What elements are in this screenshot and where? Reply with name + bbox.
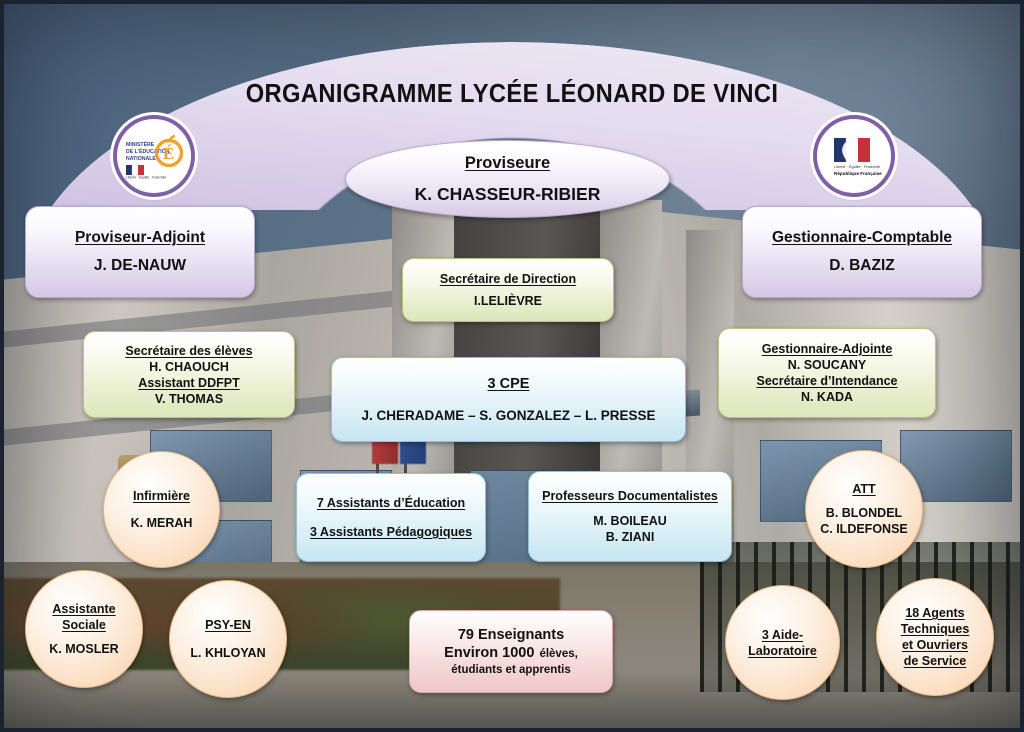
node-professeurs-documentalistes-name-1: M. BOILEAU [593, 513, 667, 528]
node-agents-techniques-line3: et Ouvriers [901, 638, 968, 652]
svg-text:République Française: République Française [834, 171, 882, 176]
node-professeurs-documentalistes[interactable]: Professeurs Documentalistes M. BOILEAU B… [528, 471, 732, 562]
node-gestionnaire-adjointe-name: N. SOUCANY [787, 358, 867, 372]
node-psy-en-title: PSY-EN [205, 618, 251, 633]
node-agents-techniques-line2: Techniques [900, 622, 970, 636]
node-agents-techniques-line4: de Service [903, 654, 967, 668]
node-proviseur-adjoint[interactable]: Proviseur-Adjoint J. DE-NAUW [25, 206, 255, 298]
node-gestionnaire-comptable[interactable]: Gestionnaire-Comptable D. BAZIZ [742, 206, 982, 298]
svg-text:DE L'ÉDUCATION: DE L'ÉDUCATION [126, 147, 170, 155]
node-secretaire-direction-title: Secrétaire de Direction [439, 271, 577, 286]
node-proviseur-adjoint-name: J. DE-NAUW [93, 257, 187, 275]
node-secretaire-direction[interactable]: Secrétaire de Direction I.LELIÈVRE [402, 258, 614, 322]
node-gestionnaire-adjointe[interactable]: Gestionnaire-Adjointe N. SOUCANY Secréta… [718, 328, 936, 418]
node-proviseure-name: K. CHASSEUR-RIBIER [414, 183, 601, 204]
svg-text:É: É [163, 144, 174, 163]
node-assistants[interactable]: 7 Assistants d’Éducation 3 Assistants Pé… [296, 473, 486, 562]
svg-text:NATIONALE: NATIONALE [126, 156, 156, 162]
node-cpe-title: 3 CPE [487, 375, 530, 392]
node-att-title: ATT [852, 482, 876, 497]
svg-text:Liberté · Égalité · Fraternité: Liberté · Égalité · Fraternité [126, 175, 166, 180]
node-cpe-names: J. CHERADAME – S. GONZALEZ – L. PRESSE [361, 407, 656, 423]
node-psy-en[interactable]: PSY-EN L. KHLOYAN [169, 580, 287, 698]
node-assistante-sociale-title-line2: Sociale [62, 617, 106, 632]
node-att-name-2: C. ILDEFONSE [820, 521, 908, 536]
node-assistant-ddfpt-title: Assistant DDFPT [138, 375, 240, 390]
node-att[interactable]: ATT B. BLONDEL C. ILDEFONSE [805, 450, 923, 568]
node-secretaire-intendance-title: Secrétaire d’Intendance [756, 374, 898, 388]
ministere-education-nationale-logo: MINISTÈRE DE L'ÉDUCATION NATIONALE É Lib… [113, 115, 195, 197]
node-effectifs[interactable]: 79 Enseignants Environ 1000 élèves, étud… [409, 610, 613, 693]
node-effectifs-eleves-label: élèves, [539, 648, 578, 661]
node-effectifs-etudiants: étudiants et apprentis [451, 663, 571, 676]
node-effectifs-eleves-count: Environ 1000 [444, 645, 535, 662]
node-aide-laboratoire-line2: Laboratoire [748, 643, 817, 658]
node-att-name-1: B. BLONDEL [825, 505, 903, 520]
node-cpe[interactable]: 3 CPE J. CHERADAME – S. GONZALEZ – L. PR… [331, 357, 686, 442]
node-infirmiere-name: K. MERAH [130, 516, 193, 531]
node-assistante-sociale[interactable]: Assistante Sociale K. MOSLER [25, 570, 143, 688]
node-gestionnaire-adjointe-title: Gestionnaire-Adjointe [761, 342, 893, 356]
node-gestionnaire-comptable-title: Gestionnaire-Comptable [772, 228, 952, 246]
node-proviseure-title: Proviseure [464, 153, 551, 172]
node-agents-techniques-line1: 18 Agents [905, 606, 965, 620]
node-secretaire-eleves-title: Secrétaire des élèves [125, 343, 253, 358]
republique-francaise-logo: Liberté · Égalité · Fraternité Républiqu… [813, 115, 895, 197]
node-gestionnaire-comptable-name: D. BAZIZ [829, 257, 895, 275]
node-aide-laboratoire[interactable]: 3 Aide- Laboratoire [725, 585, 840, 700]
node-professeurs-documentalistes-title: Professeurs Documentalistes [542, 489, 718, 504]
node-assistante-sociale-title-line1: Assistante [52, 601, 116, 616]
node-assistant-ddfpt-name: V. THOMAS [154, 391, 224, 406]
node-aide-laboratoire-line1: 3 Aide- [761, 627, 804, 642]
page-title: ORGANIGRAMME LYCÉE LÉONARD DE VINCI [245, 80, 779, 108]
node-agents-techniques[interactable]: 18 Agents Techniques et Ouvriers de Serv… [876, 578, 994, 696]
node-secretaire-intendance-name: N. KADA [800, 390, 854, 404]
node-psy-en-name: L. KHLOYAN [190, 645, 266, 660]
node-secretaire-eleves[interactable]: Secrétaire des élèves H. CHAOUCH Assista… [83, 331, 295, 418]
node-secretaire-direction-name: I.LELIÈVRE [473, 294, 543, 309]
svg-text:Liberté · Égalité · Fraternité: Liberté · Égalité · Fraternité [834, 164, 880, 169]
node-assistants-pedagogiques: 3 Assistants Pédagogiques [309, 524, 473, 539]
node-assistants-education: 7 Assistants d’Éducation [316, 496, 466, 511]
node-proviseure[interactable]: Proviseure K. CHASSEUR-RIBIER [345, 140, 670, 218]
node-assistante-sociale-name: K. MOSLER [49, 642, 119, 657]
node-infirmiere-title: Infirmière [133, 488, 190, 503]
node-secretaire-eleves-name: H. CHAOUCH [149, 359, 229, 374]
svg-text:MINISTÈRE: MINISTÈRE [126, 140, 155, 148]
node-infirmiere[interactable]: Infirmière K. MERAH [103, 451, 220, 568]
node-professeurs-documentalistes-name-2: B. ZIANI [605, 529, 655, 544]
node-proviseur-adjoint-title: Proviseur-Adjoint [74, 228, 206, 246]
node-effectifs-enseignants: 79 Enseignants [457, 626, 565, 643]
